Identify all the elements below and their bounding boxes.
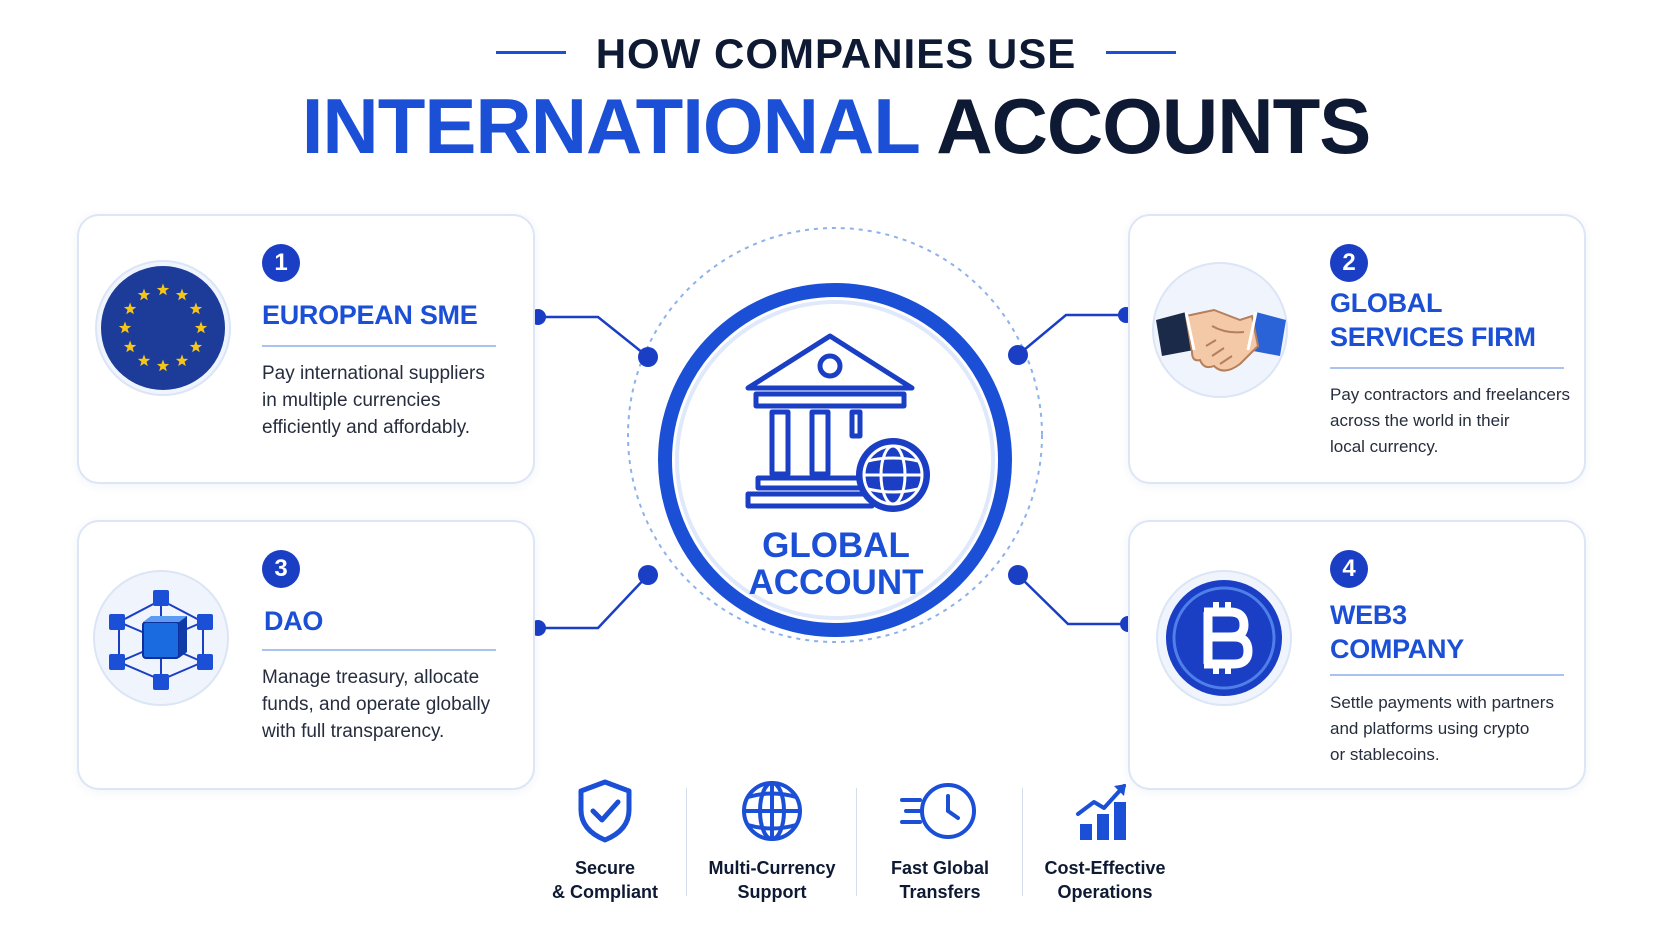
eu-star-icon (118, 321, 132, 334)
eu-star-icon (175, 354, 189, 367)
card-web3-company: 4 WEB3 COMPANY Settle payments with part… (1128, 520, 1586, 790)
globe-icon (742, 781, 802, 841)
handshake-badge (1152, 262, 1288, 398)
handshake-icon (1156, 308, 1286, 372)
eu-star-icon (175, 288, 189, 301)
card-2-desc-line-2: across the world in their (1330, 411, 1510, 430)
feature-multi-currency: Multi-Currency Support (697, 778, 847, 904)
connector-dot-3b (638, 565, 658, 585)
connector-dot-4b (1008, 565, 1028, 585)
feature-divider-2 (856, 788, 857, 896)
card-2-desc-line-1: Pay contractors and freelancers (1330, 385, 1571, 404)
card-4-title: WEB3 COMPANY (1330, 598, 1464, 666)
card-4-title-line-1: WEB3 (1330, 600, 1407, 630)
card-2-title-line-2: SERVICES FIRM (1330, 322, 1536, 352)
card-4-divider (1330, 674, 1564, 676)
eu-star-icon (156, 283, 170, 296)
card-1-divider (262, 345, 496, 347)
card-4-description: Settle payments with partners and platfo… (1330, 690, 1584, 768)
shield-check-icon (578, 779, 632, 843)
card-4-number-badge: 4 (1330, 550, 1368, 588)
card-3-desc-line-2: funds, and operate globally (262, 694, 491, 715)
card-4-desc-line-3: or stablecoins. (1330, 745, 1440, 764)
card-4-title-line-2: COMPANY (1330, 634, 1464, 664)
card-european-sme: 1 EUROPEAN SME Pay international supplie… (77, 214, 535, 484)
card-global-services-firm: 2 GLOBAL SERVICES FIRM Pay contractors a… (1128, 214, 1586, 484)
header-rule-right (1106, 51, 1177, 55)
page-title-dark: ACCOUNTS (936, 82, 1371, 170)
feature-cost-effective: Cost-Effective Operations (1030, 778, 1180, 904)
card-1-desc-line-3: efficiently and affordably. (262, 417, 471, 438)
fast-clock-icon (900, 783, 976, 839)
card-3-desc-line-1: Manage treasury, allocate (262, 667, 480, 688)
connector-card-4 (1017, 574, 1128, 626)
card-1-description: Pay international suppliers in multiple … (262, 360, 512, 441)
card-4-desc-line-2: and platforms using crypto (1330, 719, 1530, 738)
feature-3-line-1: Fast Global (890, 858, 989, 878)
feature-secure-compliant: Secure & Compliant (530, 778, 680, 904)
card-3-divider (262, 649, 496, 651)
card-1-desc-line-2: in multiple currencies (262, 390, 441, 411)
hub-label-line1: GLOBAL (762, 526, 910, 565)
eu-flag-badge (95, 260, 231, 396)
hub-globe-icon (856, 438, 930, 512)
connector-card-2 (1017, 313, 1126, 356)
feature-2-line-2: Support (737, 882, 807, 902)
card-2-divider (1330, 367, 1564, 369)
header-top-line: HOW COMPANIES USE (0, 30, 1672, 78)
hub-label-line2: ACCOUNT (748, 563, 924, 602)
feature-2-line-1: Multi-Currency (708, 858, 836, 878)
hub-dashed-orbit (627, 227, 1043, 643)
card-dao: 3 DAO Manage treasury, allocate funds, a… (77, 520, 535, 790)
page-title-blue: INTERNATIONAL (301, 82, 920, 170)
feature-divider-3 (1022, 788, 1023, 896)
bitcoin-badge (1156, 570, 1292, 706)
feature-fast-transfers: Fast Global Transfers (865, 778, 1015, 904)
card-1-desc-line-1: Pay international suppliers (262, 363, 485, 384)
eu-star-icon (137, 354, 151, 367)
card-3-title: DAO (264, 606, 324, 636)
card-2-desc-line-3: local currency. (1330, 437, 1439, 456)
feature-divider-1 (686, 788, 687, 896)
card-2-title: GLOBAL SERVICES FIRM (1330, 286, 1536, 354)
eu-star-icon (189, 302, 203, 315)
growth-chart-icon (1076, 784, 1126, 840)
bitcoin-icon (1166, 580, 1282, 696)
eu-flag-icon (101, 266, 225, 390)
eu-star-icon (123, 302, 137, 315)
connector-card-1 (538, 315, 649, 358)
feature-4-line-2: Operations (1057, 882, 1153, 902)
feature-3-line-2: Transfers (899, 882, 981, 902)
card-2-description: Pay contractors and freelancers across t… (1330, 382, 1584, 460)
card-3-description: Manage treasury, allocate funds, and ope… (262, 664, 512, 745)
card-2-number-badge: 2 (1330, 244, 1368, 282)
feature-4-line-1: Cost-Effective (1044, 858, 1166, 878)
page-title: INTERNATIONAL ACCOUNTS (0, 82, 1672, 170)
card-1-title: EUROPEAN SME (262, 300, 478, 330)
header-top-text: HOW COMPANIES USE (595, 30, 1077, 77)
feature-1-line-1: Secure (574, 858, 636, 878)
eu-star-icon (194, 321, 208, 334)
card-2-title-line-1: GLOBAL (1330, 288, 1443, 318)
eu-star-icon (123, 340, 137, 353)
eu-star-icon (156, 359, 170, 372)
connector-dot-1b (638, 347, 658, 367)
eu-star-icon (137, 288, 151, 301)
card-3-desc-line-3: with full transparency. (262, 721, 445, 742)
feature-1-line-2: & Compliant (552, 882, 658, 902)
connector-card-3 (538, 574, 649, 630)
eu-star-icon (189, 340, 203, 353)
blockchain-network-icon (109, 590, 213, 690)
blockchain-badge (93, 570, 229, 706)
connector-dot-2b (1008, 345, 1028, 365)
header-rule-left (495, 51, 566, 55)
hub-outer-ring (658, 283, 1012, 637)
hub-inner-ring (675, 300, 995, 620)
card-1-number-badge: 1 (262, 244, 300, 282)
card-3-number-badge: 3 (262, 550, 300, 588)
card-4-desc-line-1: Settle payments with partners (1330, 693, 1554, 712)
